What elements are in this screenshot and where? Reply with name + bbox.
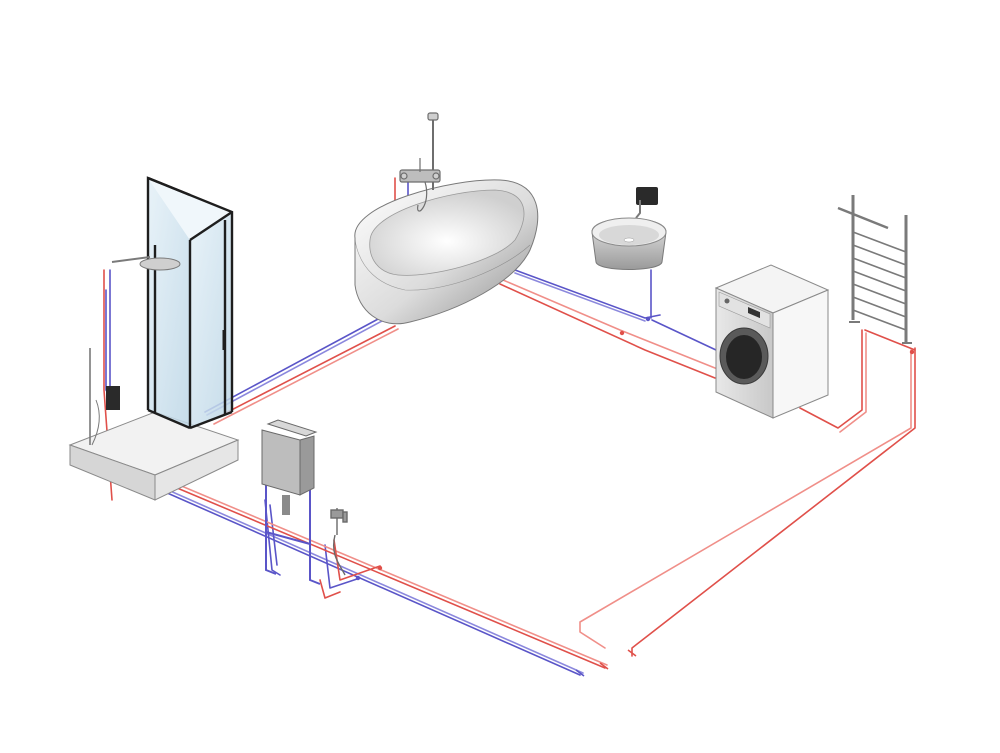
washer-knob (724, 298, 730, 304)
hot-radiator-feed (864, 329, 916, 351)
bathtub-mixer[interactable] (399, 112, 441, 212)
shower-glass-back (148, 178, 232, 240)
toilet-flush-outlet (282, 495, 290, 515)
rain-shower-head (139, 257, 181, 271)
cold-main-line-shadow (167, 489, 584, 674)
bathtub-rim-shade (354, 239, 531, 291)
washer-control-panel (718, 291, 771, 329)
hot-water-pipe-network (103, 177, 916, 669)
toilet-cistern (261, 429, 301, 496)
hygienic-shower[interactable] (330, 508, 348, 576)
hot-branch-radiator (499, 283, 716, 379)
cold-branch-washer (651, 319, 717, 351)
hot-branch-bathtub-2 (213, 328, 399, 425)
valve-marker (645, 316, 651, 322)
shower-glass-left (148, 178, 190, 428)
hot-branch-bathtub (211, 325, 396, 421)
bathtub-knob (432, 172, 440, 180)
valve-marker (377, 565, 383, 571)
bathtub[interactable] (354, 179, 539, 325)
hot-return-line-2 (579, 349, 912, 649)
outlet-cold (575, 669, 585, 677)
radiator-top-rail (837, 206, 889, 230)
bathtub-knob (400, 172, 408, 180)
toilet-frame-top (266, 419, 318, 437)
basin-drain (623, 237, 635, 243)
bidet-tap-body (330, 509, 344, 519)
washer-display (748, 307, 760, 319)
bathtub-basin (369, 189, 525, 276)
washer-door-glass (726, 335, 762, 379)
cold-branch-bathtub-2 (206, 320, 383, 416)
hot-main-line (169, 484, 606, 669)
outlet-hot-return (627, 649, 637, 657)
cold-bidet-feed (324, 544, 361, 589)
outlet-hot (599, 662, 609, 670)
bidet-head (342, 511, 348, 523)
basin-wall-mixer (636, 187, 658, 205)
hot-radiator-loop-2 (839, 332, 867, 433)
bathtub-shower-head (427, 112, 439, 121)
washer-side (772, 289, 829, 419)
cold-riser-shower (105, 289, 113, 401)
washing-machine[interactable] (714, 264, 830, 419)
washbasin[interactable] (591, 187, 667, 270)
hot-radiator-loop (799, 329, 863, 429)
shower-thermostat (106, 386, 120, 410)
shower-tray-side (154, 439, 239, 501)
hot-branch-radiator-2 (502, 279, 721, 371)
hot-toilet-feed (319, 579, 341, 599)
shower-glass-right (190, 212, 232, 428)
hot-bidet-feed (333, 539, 381, 581)
towel-radiator[interactable] (837, 195, 912, 344)
hot-main-line-2 (171, 481, 608, 666)
bathtub-hose (417, 181, 428, 212)
radiator-rungs (852, 231, 907, 331)
cold-branch-basin-2 (514, 272, 646, 322)
basin-inner (599, 225, 659, 245)
valve-markers (355, 316, 915, 581)
valve-marker (355, 575, 361, 581)
cold-branch-basin (514, 269, 661, 319)
shower-frame (146, 176, 234, 430)
shower-enclosure[interactable] (68, 176, 240, 501)
cold-branch-bathtub (204, 317, 381, 413)
basin-spout (635, 200, 641, 219)
hand-shower-hose (91, 399, 100, 446)
bidet-hose (333, 534, 346, 576)
toilet-installation-frame[interactable] (261, 419, 321, 585)
pipe-outlets (575, 649, 637, 677)
valve-marker (909, 349, 915, 355)
toilet-cistern-side (299, 435, 315, 496)
shower-arm (111, 256, 151, 263)
cold-main-line (164, 491, 581, 676)
cold-toilet-feed (264, 499, 281, 576)
valve-marker (619, 330, 625, 336)
